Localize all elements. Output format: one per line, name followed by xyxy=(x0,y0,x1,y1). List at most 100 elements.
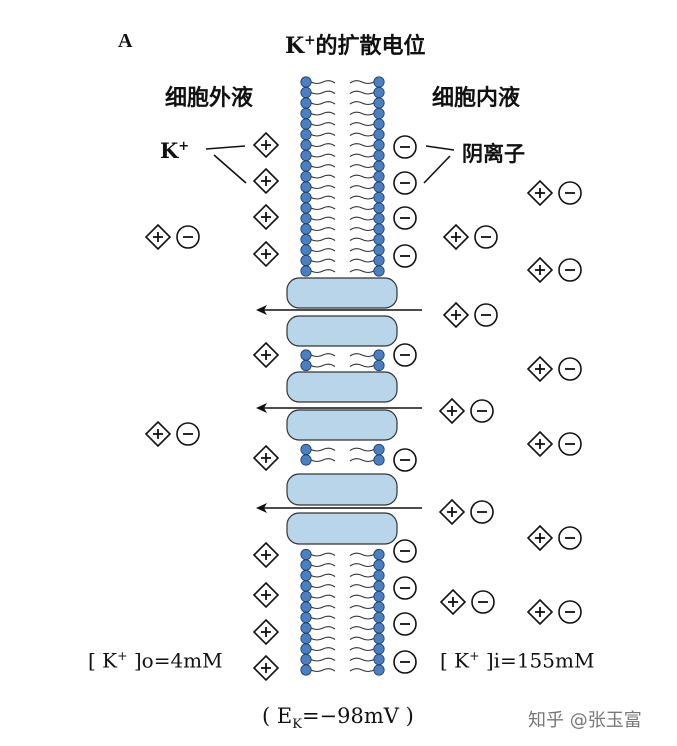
lipid-head xyxy=(300,212,312,225)
lipid-pair xyxy=(300,443,385,456)
lipid-pair xyxy=(300,223,385,235)
potassium-channel xyxy=(286,277,398,347)
cation-symbol xyxy=(252,618,280,646)
efflux-arrow xyxy=(256,403,422,413)
anion-symbol xyxy=(393,343,417,367)
lipid-head xyxy=(373,160,385,172)
channel-subunit xyxy=(286,277,398,309)
diagram-title: K+的扩散电位 xyxy=(285,32,426,59)
channel-subunit xyxy=(286,409,398,441)
lipid-tail xyxy=(349,216,375,221)
cation-symbol xyxy=(252,131,280,159)
lipid-pair xyxy=(300,139,385,151)
cation-symbol xyxy=(252,654,280,682)
lipid-head xyxy=(373,601,385,613)
lipid-head xyxy=(300,202,312,214)
lipid-pair xyxy=(300,244,385,256)
potassium-channel xyxy=(286,473,398,545)
lipid-pair xyxy=(300,233,385,246)
lipid-head xyxy=(373,359,385,372)
lipid-head xyxy=(300,107,312,120)
lipid-head xyxy=(300,643,312,655)
lipid-head xyxy=(300,611,312,624)
lipid-tail xyxy=(349,174,375,179)
lipid-tail xyxy=(310,143,336,148)
lipid-head xyxy=(373,223,385,235)
anion-symbol xyxy=(393,576,417,600)
lipid-tail xyxy=(310,458,336,463)
cation-symbol xyxy=(252,203,280,231)
lipid-tail xyxy=(310,195,336,200)
lipid-head xyxy=(373,118,385,130)
lipid-pair xyxy=(300,611,385,624)
lipid-head xyxy=(300,149,312,162)
lipid-pair xyxy=(300,181,385,193)
anion-symbol xyxy=(176,225,200,249)
lipid-tail xyxy=(310,206,336,211)
lipid-head xyxy=(373,569,385,582)
lipid-head xyxy=(373,443,385,456)
lipid-pair xyxy=(300,454,385,466)
lipid-head xyxy=(373,653,385,666)
lipid-tail xyxy=(310,615,336,620)
lipid-head xyxy=(373,454,385,466)
lipid-tail xyxy=(349,237,375,242)
lipid-head xyxy=(300,454,312,466)
lipid-tail xyxy=(349,668,375,673)
lipid-pair xyxy=(300,128,385,141)
efflux-arrows xyxy=(256,305,422,513)
lipid-tail xyxy=(310,363,336,368)
anion-symbol xyxy=(470,399,494,423)
lipid-head xyxy=(373,664,385,676)
lipid-tail xyxy=(310,132,336,137)
lipid-tail xyxy=(310,101,336,106)
lipid-tail xyxy=(310,447,336,452)
cation-symbol xyxy=(526,598,554,626)
lipid-tail xyxy=(310,122,336,127)
k-channels xyxy=(286,277,398,545)
lipid-tail xyxy=(349,80,375,85)
inside-concentration: [ K+ ]i=155mM xyxy=(440,648,595,673)
lipid-tail xyxy=(349,458,375,463)
lipid-tail xyxy=(349,227,375,232)
lipid-tail xyxy=(310,185,336,190)
lipid-tail xyxy=(310,668,336,673)
lipid-head xyxy=(300,590,312,603)
label-pointers xyxy=(205,145,455,184)
lipid-pair xyxy=(300,664,385,676)
lipid-tail xyxy=(349,353,375,358)
lipid-pair xyxy=(300,559,385,571)
lipid-pair xyxy=(300,265,385,277)
anion-symbol xyxy=(176,422,200,446)
anion-symbol xyxy=(558,600,582,624)
lipid-pair xyxy=(300,349,385,361)
lipid-head xyxy=(373,622,385,634)
intracellular-label: 细胞内液 xyxy=(432,85,521,111)
efflux-arrow xyxy=(256,305,422,315)
lipid-tail xyxy=(310,563,336,568)
lipid-pair xyxy=(300,653,385,666)
lipid-tail xyxy=(349,636,375,641)
lipid-tail xyxy=(349,615,375,620)
lipid-tail xyxy=(310,227,336,232)
lipid-tail xyxy=(349,563,375,568)
lipid-head xyxy=(300,569,312,582)
anion-symbol xyxy=(474,303,498,327)
anion-symbol xyxy=(471,590,495,614)
lipid-tail xyxy=(349,206,375,211)
channel-subunit xyxy=(286,315,398,347)
lipid-tail xyxy=(310,164,336,169)
lipid-head xyxy=(300,128,312,141)
anion-symbol xyxy=(558,181,582,205)
cation-symbol xyxy=(442,223,470,251)
cation-symbol xyxy=(526,179,554,207)
anion-label: 阴离子 xyxy=(462,141,525,166)
panel-letter: A xyxy=(118,30,133,52)
lipid-head xyxy=(373,265,385,277)
lipid-tail xyxy=(310,605,336,610)
lipid-head xyxy=(373,149,385,162)
lipid-head xyxy=(300,265,312,277)
lipid-head xyxy=(373,97,385,109)
pointer-line xyxy=(213,154,247,184)
